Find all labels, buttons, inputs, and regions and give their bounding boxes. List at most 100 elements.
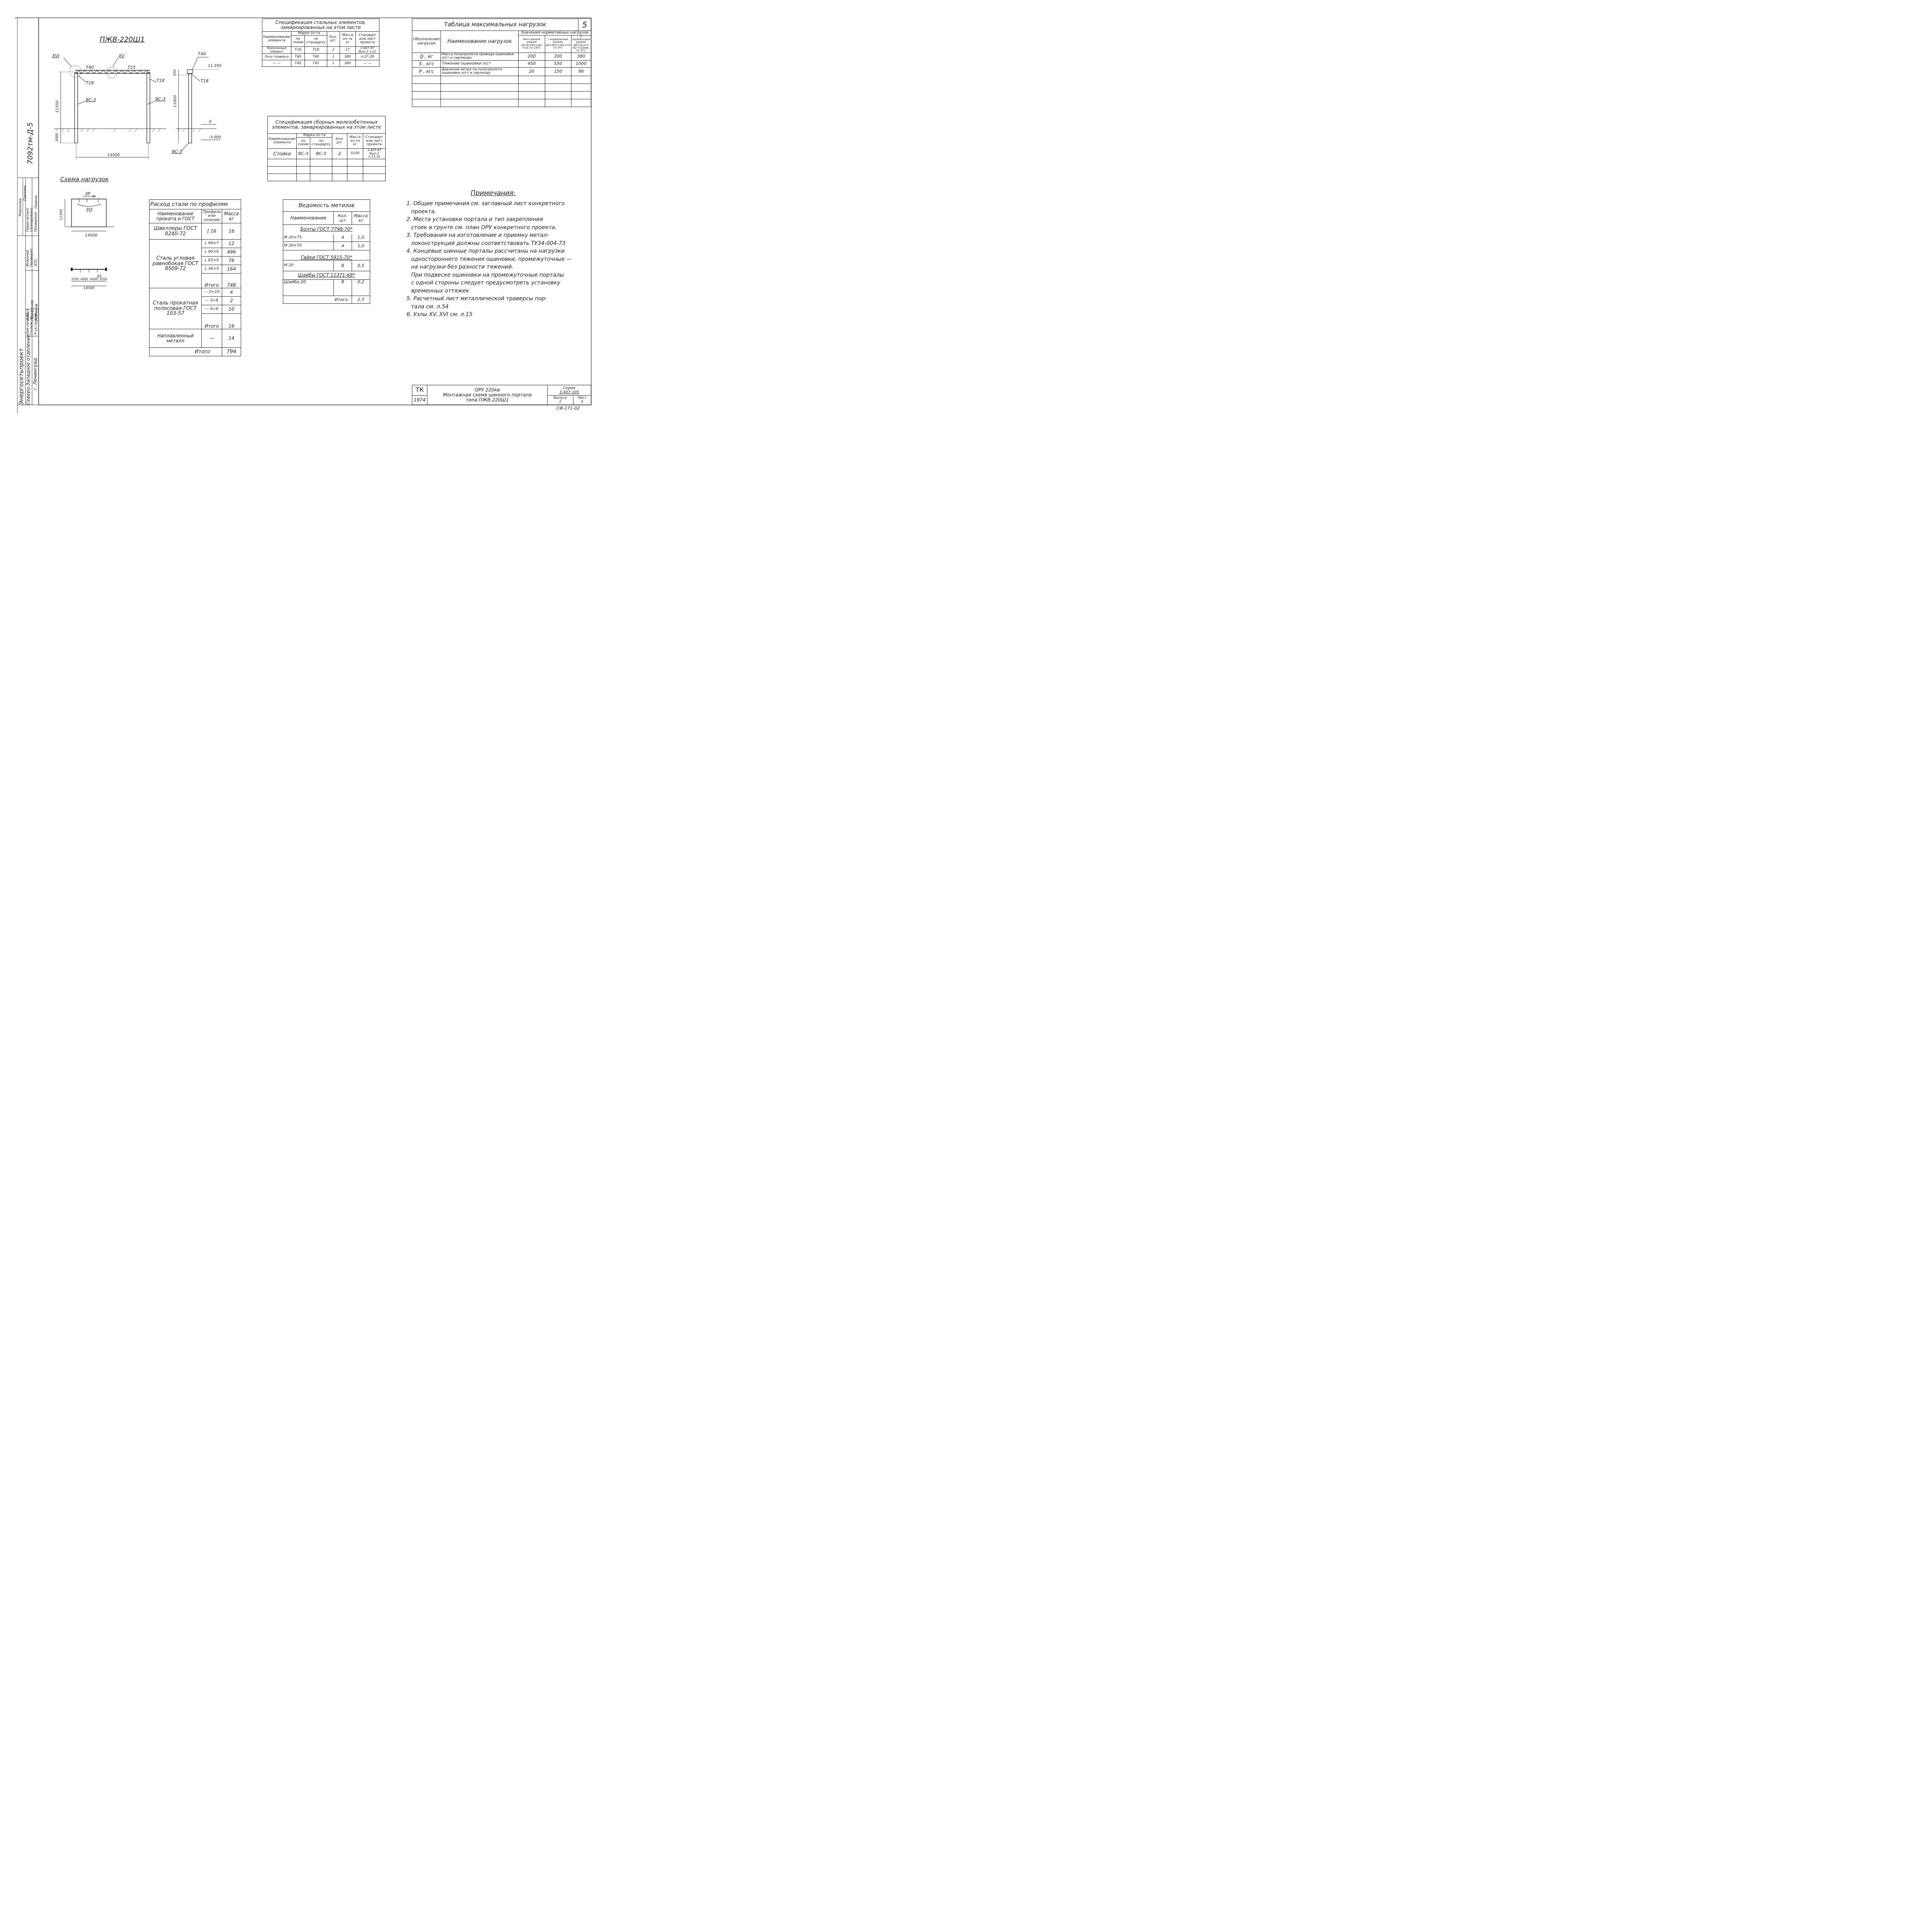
loads-p: 3P (85, 191, 90, 196)
steel-usage-angle1-profile: L 90×7 (201, 239, 222, 248)
steel-usage-title: Расход стали по профилям (149, 199, 241, 209)
note-line-2: проекта. (411, 208, 436, 215)
max-loads-h-values: Значения нормативных нагрузок (518, 31, 591, 36)
steel-usage-table: Расход стали по профилям Наименование пр… (149, 199, 241, 356)
dim-span: 14500 (107, 153, 120, 157)
hardware-bolt2-qty: 4 (333, 242, 352, 250)
max-loads-h-norm1: I нормальный режим q0=50кгс/м2 t=0 t=-5°… (544, 35, 571, 53)
steel-usage-h-name: Наименование проката и ГОСТ (149, 209, 202, 223)
concrete-spec-h-scheme: по схеме (296, 137, 310, 149)
steel-usage-sub2-label: Итого (201, 313, 222, 329)
max-loads-q-v1: 200 (518, 52, 545, 61)
side-name-1: Хабот (26, 308, 30, 321)
loads-height: 11350 (60, 209, 63, 220)
hardware-total-label: Итого (283, 296, 352, 304)
steel-usage-angle4-profile: L 36×4 (201, 265, 222, 274)
side-city: г. Ленинград (32, 358, 38, 390)
steel-usage-angle4-mass: 164 (222, 265, 241, 274)
hardware-total-mass: 2,7 (352, 296, 370, 304)
hardware-bolt2-mass: 1,0 (352, 242, 370, 250)
stamp-series-label: Серия (563, 386, 576, 390)
stamp-year: 1974 (412, 395, 427, 405)
steel-usage-weld-name: Наплавленный металл (149, 329, 202, 348)
note-line-11: с одной стороны следует предусмотреть ус… (411, 280, 561, 286)
title-stamp: ТК ОРУ 220кв Монтажная схема шинного пор… (412, 385, 592, 405)
steel-usage-strip1-mass: 4 (222, 288, 241, 297)
max-loads-s-v3: 1000 (571, 60, 592, 68)
concrete-spec-row-qty: 2 (332, 148, 347, 159)
steel-spec-row3-std: Т45 (304, 60, 327, 67)
max-loads-table: Таблица максимальных нагрузок 5 Обозначе… (412, 19, 592, 107)
max-loads-p-name: Давление ветра на полупролета ошиновки п… (440, 67, 519, 76)
steel-spec-row2-std: Т40 (304, 53, 327, 61)
concrete-spec-h-std: по стандарту (310, 137, 332, 149)
steel-spec-row1-ref: 3.407-97 Вып.2 л.21 (355, 46, 380, 54)
max-loads-q-name: Масса полупролета провода ошиновки п/ст … (440, 52, 519, 61)
concrete-spec-h-mark: Марка эл-та (296, 133, 332, 138)
max-loads-q-v2: 200 (544, 52, 571, 61)
steel-spec-row2-name: Полу-траверса (262, 53, 291, 61)
note-line-3: 2. Места установки портала и тип закрепл… (406, 216, 543, 223)
steel-spec-h-std: по стандарту (304, 35, 327, 47)
side-name-3: Кабанов (34, 303, 39, 321)
elevation-title: ПЖВ-220Ш1 (100, 36, 145, 44)
steel-usage-angle2-profile: L 90×6 (201, 248, 222, 257)
steel-spec-row2-qty: 1 (327, 53, 340, 61)
side-name-2: Парфенов (30, 300, 34, 321)
steel-spec-h-mark: Марки эл-та (291, 31, 327, 36)
max-loads-s-sym: S , кгс (412, 60, 441, 68)
steel-usage-strip1-profile: — δ=10 (201, 288, 222, 297)
hardware-nut-name: М 20 (283, 260, 334, 271)
steel-usage-total-mass: 794 (222, 347, 241, 356)
loads-span: 14500 (85, 233, 97, 238)
hardware-bolt1-mass: 1,0 (352, 234, 370, 242)
loads-dim-2: 4000 (80, 277, 88, 281)
steel-spec-title: Спецификация стальных элементов, замарки… (262, 19, 379, 32)
hardware-h-name: Наименование (283, 211, 334, 225)
steel-spec-h-ref: Стандарт или лист проекта (355, 31, 380, 47)
note-line-1: 1. Общие примечания см. заглавный лист к… (406, 201, 565, 207)
note-line-12: временных оттяжек (411, 287, 469, 294)
loads-title: Схема нагрузок (60, 176, 109, 183)
steel-spec-row1-qty: 2 (327, 46, 340, 54)
hardware-table: Ведомость метизов Наименование Кол. шт М… (283, 199, 370, 304)
note-line-10: При подвеске ошиновки на промежуточные п… (411, 272, 564, 278)
max-loads-p-v1: 20 (518, 67, 545, 76)
steel-spec-row2-scheme: Т40 (291, 53, 305, 61)
hardware-washer-qty: 8 (333, 279, 352, 296)
loads-q: 3Q (86, 207, 93, 213)
hardware-washers-title: Шайбы ГОСТ 11371-68* (283, 271, 370, 280)
hardware-washer-mass: 0,2 (352, 279, 370, 296)
side-label-t40: Т40 (198, 51, 206, 56)
hardware-bolt1-name: М 20×75 (283, 234, 334, 242)
steel-spec-h-name: Наименование элемента (262, 31, 291, 47)
steel-usage-sub1-mass: 748 (222, 273, 241, 288)
stamp-issue-label: Выпуск (553, 396, 567, 400)
max-loads-p-sym: P , кгс (412, 67, 441, 76)
hardware-bolt2-name: М 20×70 (283, 242, 334, 250)
max-loads-p-v3: 86 (571, 67, 592, 76)
stamp-issue: 2 (559, 400, 561, 404)
steel-spec-row1-std: Т18 (304, 46, 327, 54)
concrete-spec-h-name: Наименование элемента (267, 133, 297, 149)
steel-usage-channel-mass: 16 (222, 223, 241, 240)
stamp-tk: ТК (412, 385, 427, 396)
max-loads-q-v3: 380 (571, 52, 592, 61)
steel-spec-row1-mass: 17 (339, 46, 356, 54)
concrete-spec-row-name: Стойка (267, 148, 297, 159)
side-minus3: -3.000 (209, 135, 221, 139)
side-org-name: Энергосетьпроект (18, 348, 25, 405)
label-node-xv: XV (119, 53, 125, 58)
concrete-spec-row-ref: 3.407-97 Вып.2 л.13,19 (362, 148, 386, 159)
max-loads-q-sym: Q , кг (412, 52, 441, 61)
hardware-nut-qty: 8 (333, 260, 352, 271)
stamp-line2: Монтажная схема шинного портала (443, 392, 532, 398)
label-t40: Т40 (86, 65, 94, 70)
note-line-6: локонструкций должны соответствовать ТУ3… (411, 240, 566, 247)
max-loads-s-v1: 450 (518, 60, 545, 68)
steel-usage-sub1-label: Итого (201, 273, 222, 288)
steel-usage-weld-mass: 14 (222, 329, 241, 348)
steel-spec-row2-mass: 380 (339, 53, 356, 61)
concrete-spec-row-mass: 5150 (347, 148, 363, 159)
note-line-4: стоек в грунте см. план ОРУ конкретного … (411, 224, 557, 231)
